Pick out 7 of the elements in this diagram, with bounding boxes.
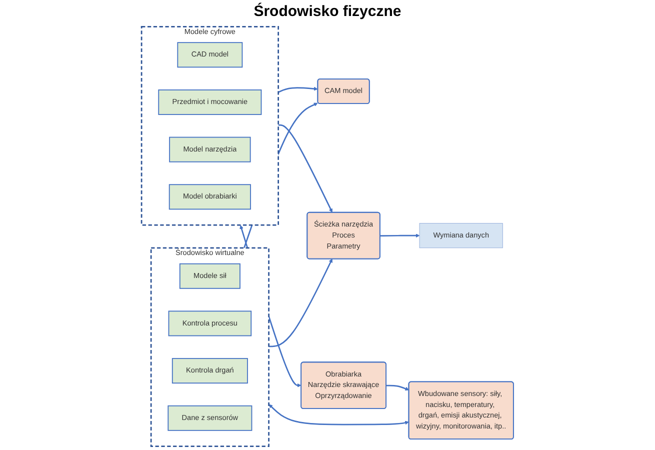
arrow xyxy=(278,124,332,213)
arrow xyxy=(386,384,410,391)
arrow xyxy=(268,404,409,426)
section-heading: Środowisko fizyczne xyxy=(254,3,402,20)
arrow xyxy=(268,258,332,348)
arrow xyxy=(278,86,318,93)
arrow xyxy=(380,234,420,238)
